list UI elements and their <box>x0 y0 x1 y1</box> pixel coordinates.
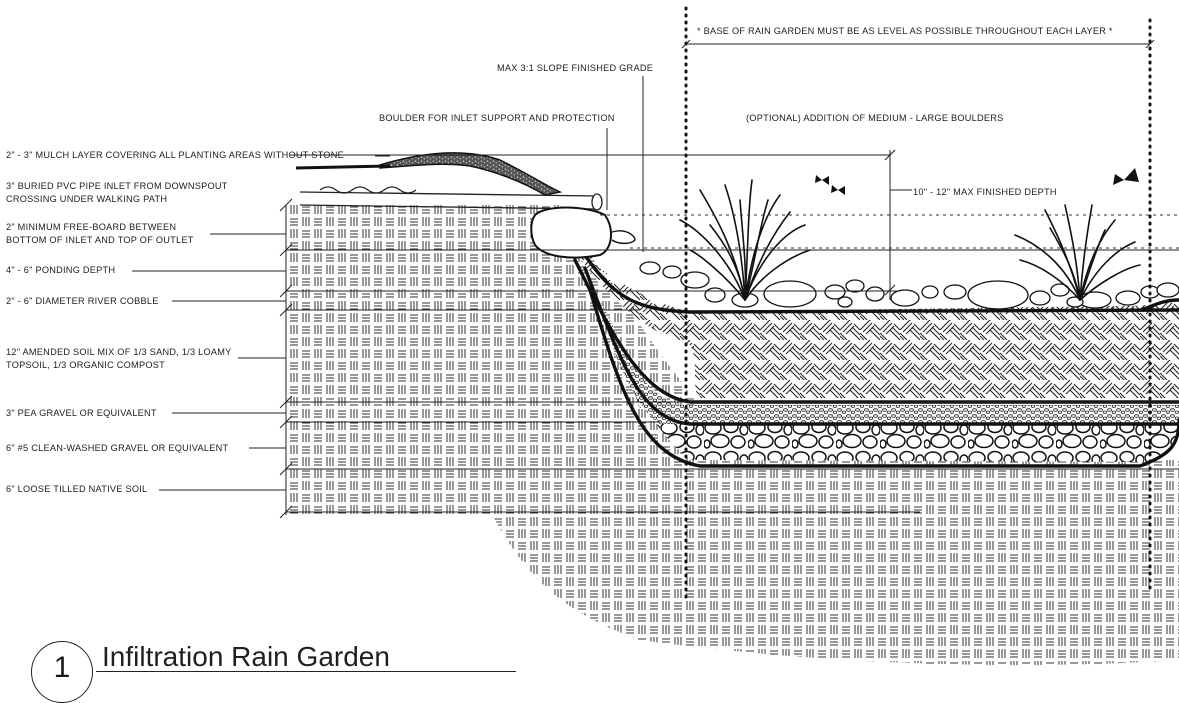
grass-plant-icon <box>1014 204 1141 301</box>
section-drawing <box>132 6 1179 666</box>
label-native-soil: 6" LOOSE TILLED NATIVE SOIL <box>6 484 148 494</box>
cobble-surface <box>639 261 1179 310</box>
label-optional-boulders: (OPTIONAL) ADDITION OF MEDIUM - LARGE BO… <box>746 113 1004 123</box>
rain-garden-section-diagram: * BASE OF RAIN GARDEN MUST BE AS LEVEL A… <box>6 6 1179 703</box>
mulch-berm <box>379 152 563 196</box>
title-underline <box>96 671 516 673</box>
label-level-note: * BASE OF RAIN GARDEN MUST BE AS LEVEL A… <box>697 26 1113 36</box>
label-pvc-pipe: 3" BURIED PVC PIPE INLET FROM DOWNSPOUT … <box>6 181 228 204</box>
label-pea-gravel: 3" PEA GRAVEL OR EQUIVALENT <box>6 408 157 418</box>
label-finished-depth: 10" - 12" MAX FINISHED DEPTH <box>913 187 1057 197</box>
existing-grade-band <box>290 205 540 515</box>
label-boulder: BOULDER FOR INLET SUPPORT AND PROTECTION <box>379 113 615 123</box>
label-soil-mix: 12" AMENDED SOIL MIX OF 1/3 SAND, 1/3 LO… <box>6 347 232 370</box>
figure-title: Infiltration Rain Garden <box>102 641 390 672</box>
figure-number: 1 <box>31 641 93 703</box>
label-clean-gravel: 6" #5 CLEAN-WASHED GRAVEL OR EQUIVALENT <box>6 443 229 453</box>
label-slope: MAX 3:1 SLOPE FINISHED GRADE <box>497 63 654 73</box>
label-ponding: 4" - 6" PONDING DEPTH <box>6 265 116 275</box>
label-freeboard: 2" MINIMUM FREE-BOARD BETWEEN BOTTOM OF … <box>6 222 194 245</box>
label-mulch: 2" - 3" MULCH LAYER COVERING ALL PLANTIN… <box>6 150 344 160</box>
label-cobble: 2" - 6" DIAMETER RIVER COBBLE <box>6 296 159 306</box>
boulder-icon <box>530 206 612 259</box>
butterfly-icon <box>815 168 1139 195</box>
